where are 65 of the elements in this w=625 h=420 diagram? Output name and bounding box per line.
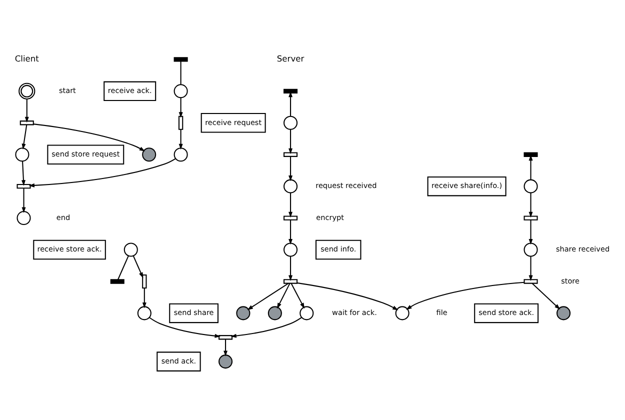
arrow bbox=[178, 128, 183, 150]
node-circle bbox=[15, 147, 30, 162]
arrow bbox=[22, 124, 28, 149]
node-circle bbox=[142, 147, 156, 162]
node-bar bbox=[284, 88, 298, 93]
arrow bbox=[406, 281, 524, 310]
arrow bbox=[297, 282, 398, 310]
arrow bbox=[149, 316, 221, 338]
arrow bbox=[247, 282, 289, 310]
arrow bbox=[532, 282, 560, 310]
node-bar bbox=[20, 120, 34, 125]
node-circle bbox=[524, 178, 538, 193]
arrow bbox=[230, 316, 302, 338]
node-circle bbox=[300, 306, 314, 320]
arrow bbox=[132, 255, 144, 278]
arrow bbox=[288, 219, 293, 244]
node-circle bbox=[137, 306, 152, 320]
arrow bbox=[290, 282, 305, 308]
arrow bbox=[528, 256, 533, 281]
node-bar bbox=[178, 115, 184, 130]
node-bar bbox=[284, 215, 298, 220]
arrow bbox=[276, 282, 290, 308]
arrow bbox=[142, 288, 146, 308]
node-circle bbox=[236, 306, 250, 320]
arrow bbox=[288, 256, 293, 281]
arrow bbox=[288, 156, 293, 181]
label: Client bbox=[14, 52, 39, 63]
node-circle bbox=[284, 115, 298, 130]
node-bar bbox=[524, 278, 538, 284]
arrow bbox=[22, 188, 26, 212]
node-bar bbox=[142, 274, 147, 288]
node-circle bbox=[284, 178, 298, 193]
node-circle bbox=[218, 354, 233, 368]
node-circle bbox=[268, 306, 282, 320]
label: Server bbox=[276, 52, 304, 63]
node-circle bbox=[395, 306, 410, 320]
arrow bbox=[528, 219, 533, 244]
arrow bbox=[21, 160, 26, 186]
node-bar bbox=[218, 334, 233, 340]
node-bar bbox=[284, 152, 298, 156]
arrow bbox=[24, 98, 29, 122]
node-circle bbox=[556, 306, 571, 320]
node-circle bbox=[174, 147, 188, 162]
node-circle bbox=[16, 210, 31, 225]
arrow bbox=[224, 338, 228, 356]
node-bar bbox=[110, 278, 124, 284]
arrow bbox=[288, 90, 293, 116]
node-bar bbox=[524, 215, 538, 220]
node-circle bbox=[124, 242, 138, 256]
arrow bbox=[178, 97, 183, 118]
node-bar bbox=[16, 183, 31, 188]
connector bbox=[117, 255, 129, 280]
arrow bbox=[288, 192, 293, 218]
arrow bbox=[288, 128, 293, 154]
connector bbox=[180, 60, 182, 84]
arrow bbox=[528, 192, 533, 218]
arrow bbox=[28, 158, 176, 187]
arrow bbox=[33, 123, 146, 151]
node-bar bbox=[284, 278, 298, 284]
arrow bbox=[528, 154, 533, 180]
node-circle bbox=[524, 242, 538, 256]
node-circle bbox=[174, 84, 188, 98]
node-bar bbox=[524, 152, 538, 156]
node-circle bbox=[284, 242, 298, 256]
node-bar bbox=[174, 56, 188, 62]
